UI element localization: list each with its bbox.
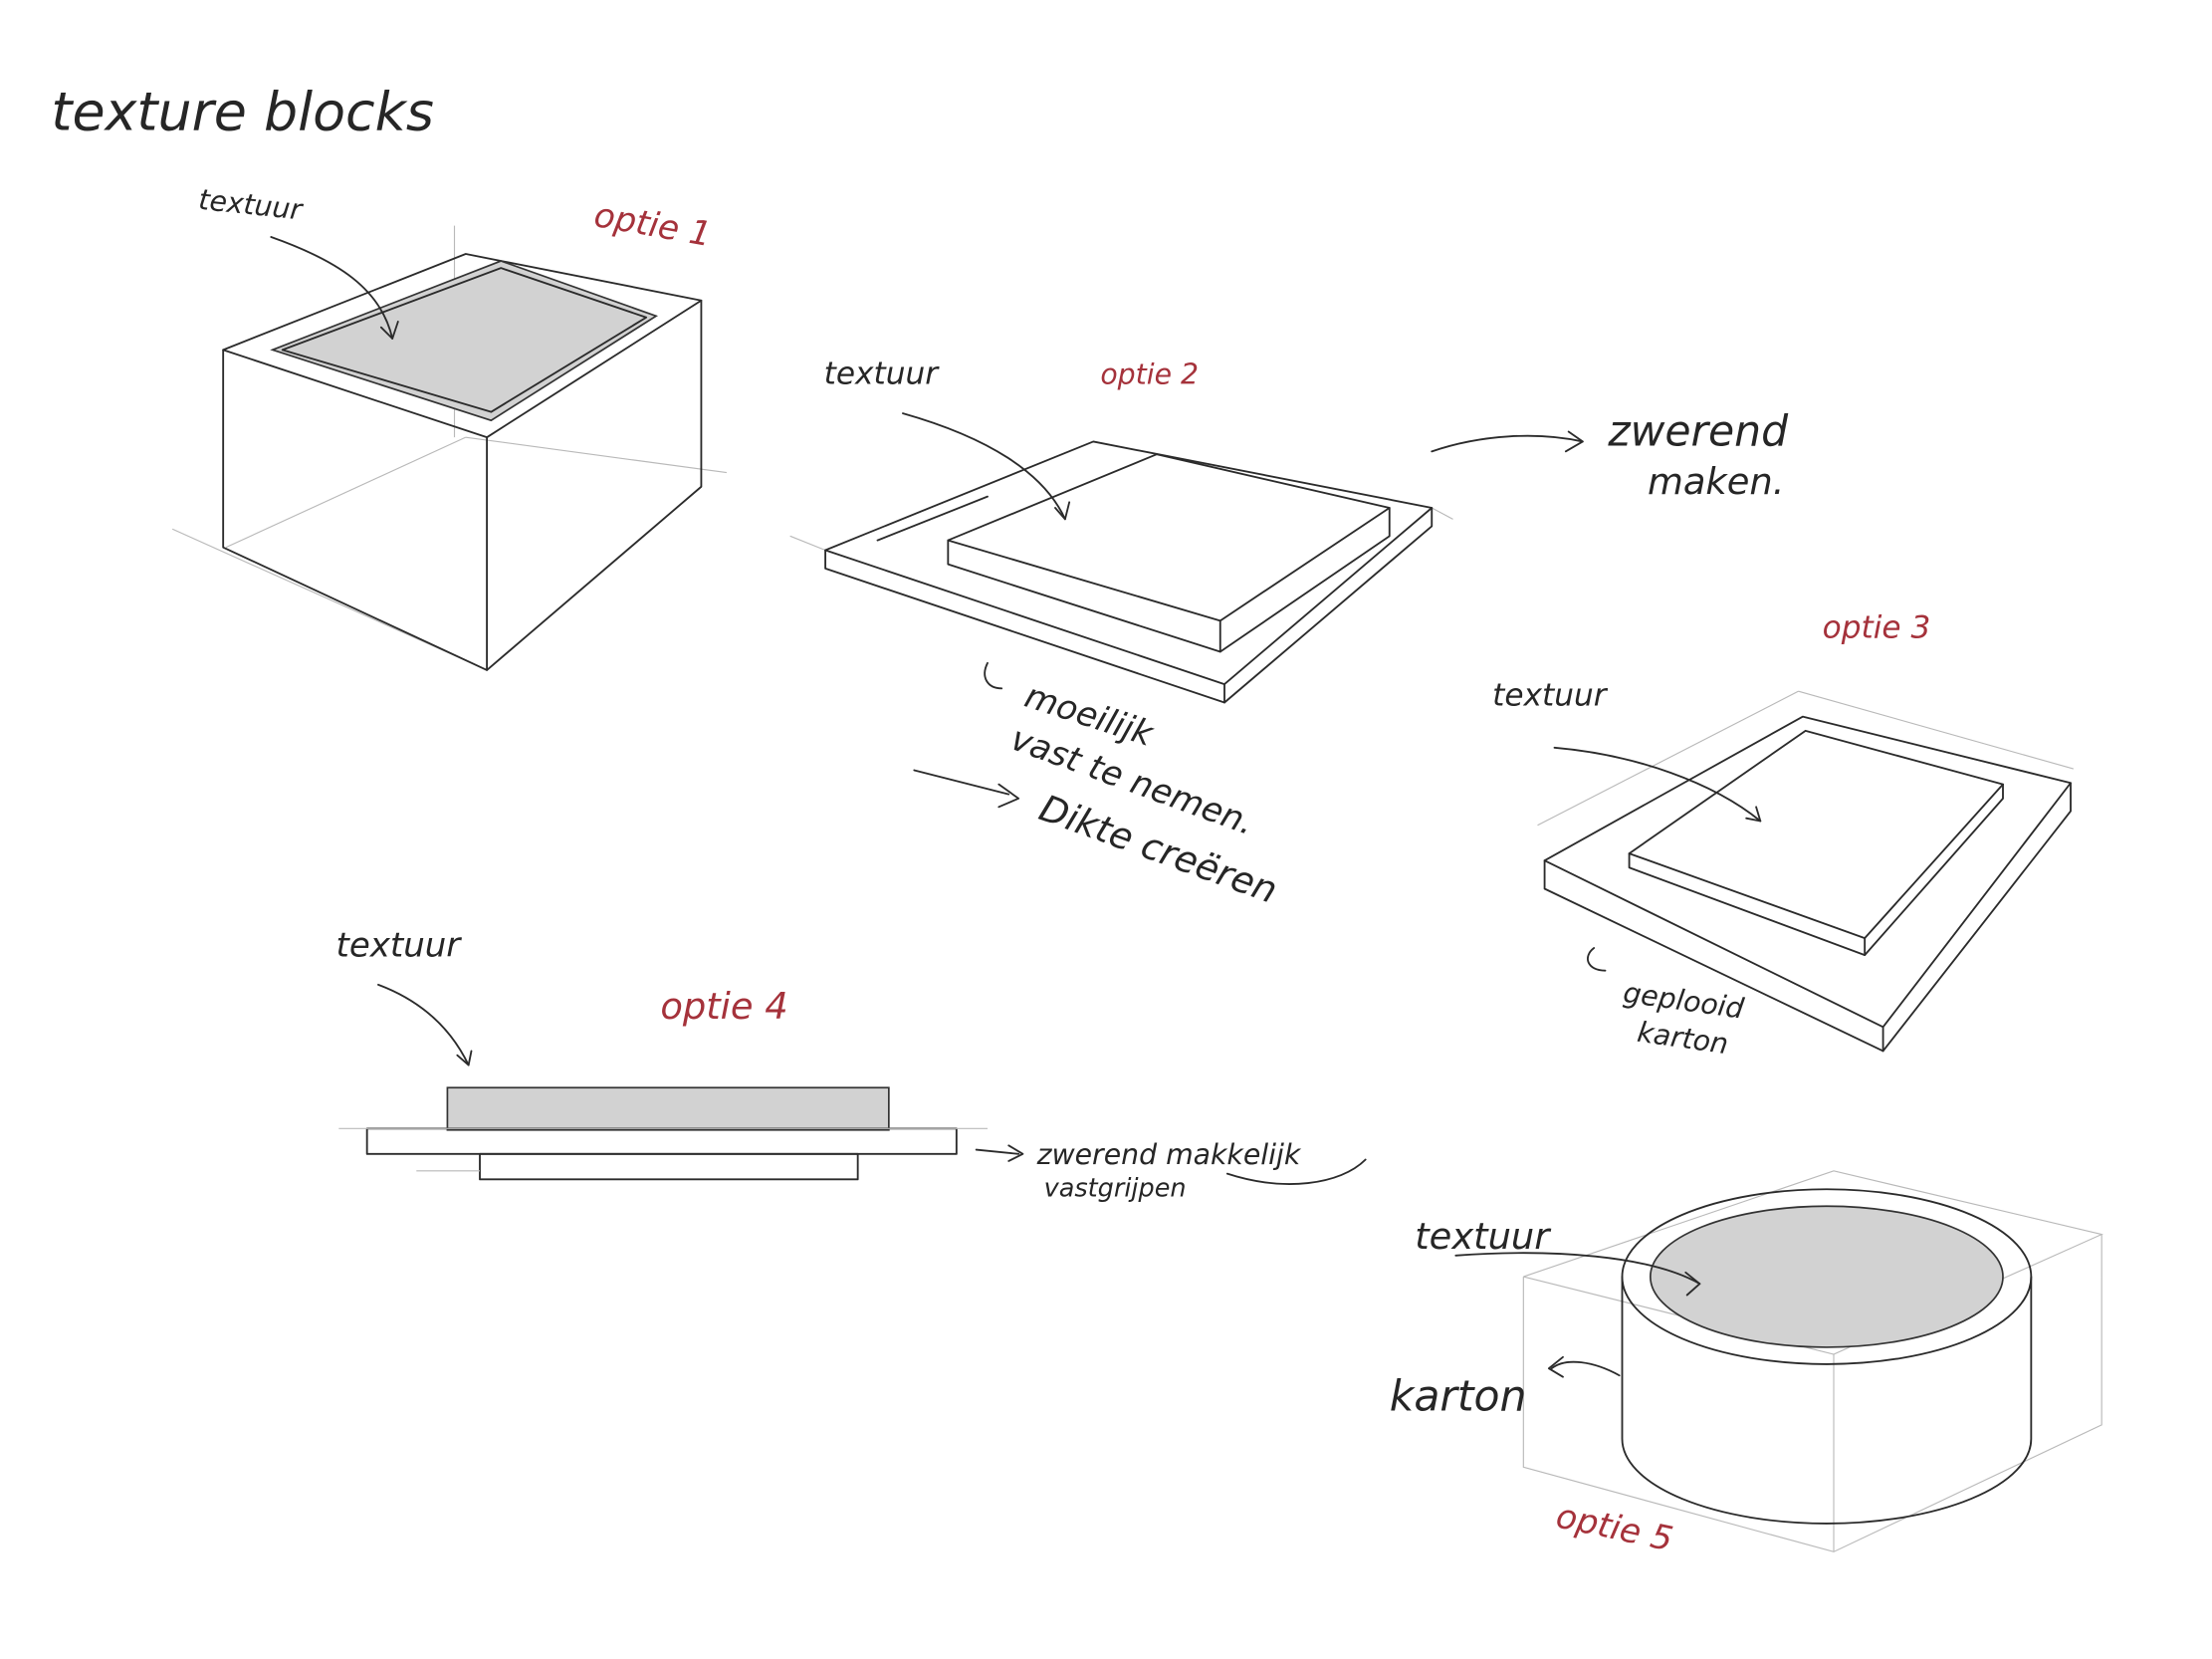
option-4-texture-label: textuur [336, 926, 463, 966]
option-2-plate-sketch [789, 412, 1584, 809]
option-1-texture-label: textuur [197, 183, 306, 227]
page-title: texture blocks [51, 80, 434, 142]
zwerend-label: zwerend [1607, 408, 1789, 457]
texture-panel [270, 260, 659, 422]
option-5-texture-label: textuur [1415, 1215, 1552, 1258]
option-3-texture-label: textuur [1492, 677, 1609, 713]
maken-label: maken. [1648, 460, 1784, 503]
option-1-box-sketch [171, 225, 727, 671]
option-3-folded-tray-sketch [1537, 690, 2074, 1053]
karton-label-option-3: karton [1636, 1016, 1731, 1061]
texture-disc [1649, 1205, 2004, 1348]
texture-layer [446, 1086, 890, 1131]
option-4-side-view-sketch [338, 983, 1367, 1185]
option-3-label: optie 3 [1823, 609, 1931, 645]
zwerend-makkelijk-label: zwerend makkelijk [1036, 1138, 1302, 1171]
option-2-texture-label: textuur [824, 356, 941, 391]
option-5-label: optie 5 [1553, 1497, 1676, 1560]
option-2-label: optie 2 [1100, 357, 1199, 390]
vastgrijpen-label: vastgrijpen [1044, 1173, 1187, 1203]
option-5-cylinder-sketch [1454, 1170, 2103, 1552]
option-4-label: optie 4 [660, 985, 787, 1028]
option-1-label: optie 1 [591, 195, 715, 255]
karton-label-option-5: karton [1390, 1373, 1527, 1422]
